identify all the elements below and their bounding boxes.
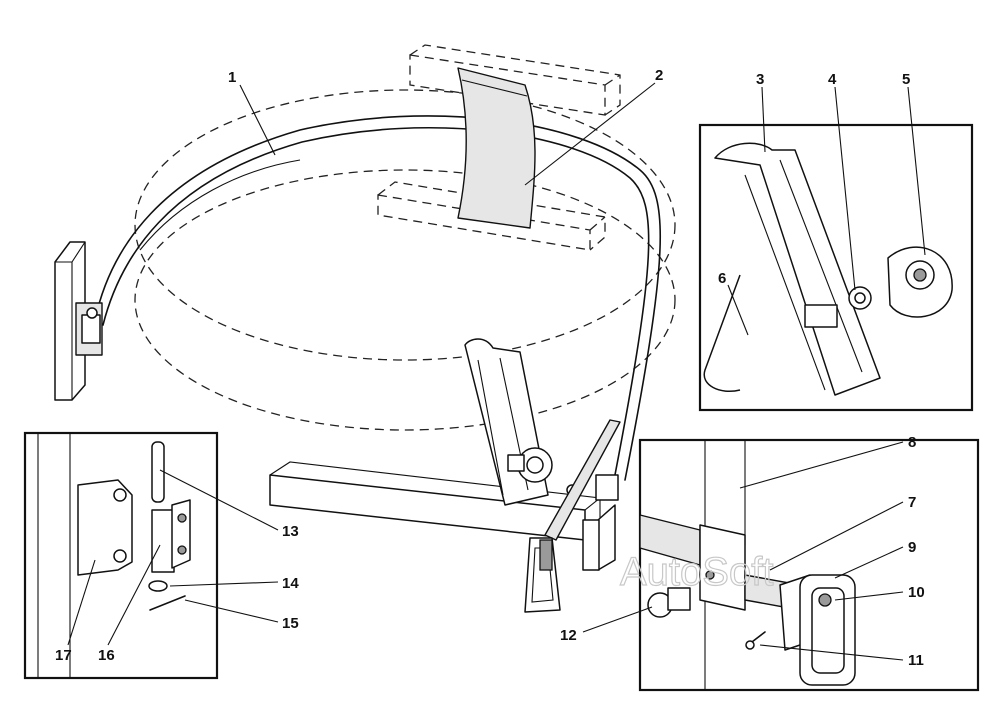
callout-2: 2 bbox=[655, 67, 663, 84]
inset-hinge bbox=[23, 431, 219, 680]
inset-hook-bracket bbox=[698, 123, 974, 412]
strap-1 bbox=[94, 115, 662, 481]
callout-1: 1 bbox=[228, 69, 236, 86]
center-jack-bracket bbox=[464, 338, 578, 506]
callout-13: 13 bbox=[282, 523, 299, 540]
callout-labels: 1 2 3 4 5 6 7 8 9 10 11 12 13 14 15 16 1… bbox=[55, 67, 925, 669]
callout-11: 11 bbox=[908, 652, 924, 669]
watermark: AutoSoft bbox=[620, 550, 773, 594]
callout-12: 12 bbox=[560, 627, 577, 644]
callout-6: 6 bbox=[718, 270, 726, 287]
callout-9: 9 bbox=[908, 539, 916, 556]
callout-15: 15 bbox=[282, 615, 299, 632]
left-post-bracket bbox=[54, 241, 103, 401]
callout-5: 5 bbox=[902, 71, 910, 88]
inset-strap-fastener bbox=[638, 438, 980, 692]
callout-16: 16 bbox=[98, 647, 115, 664]
callout-8: 8 bbox=[908, 434, 916, 451]
callout-17: 17 bbox=[55, 647, 72, 664]
frame-rail-upper bbox=[409, 44, 621, 116]
callout-4: 4 bbox=[828, 71, 837, 88]
callout-7: 7 bbox=[908, 494, 916, 511]
leader-lines bbox=[67, 82, 926, 661]
spare-wheel-outline bbox=[134, 89, 676, 431]
callout-10: 10 bbox=[908, 584, 925, 601]
callout-14: 14 bbox=[282, 575, 299, 592]
rubber-pad-2 bbox=[457, 67, 536, 229]
strap-end-d-ring bbox=[524, 419, 621, 613]
callout-3: 3 bbox=[756, 71, 764, 88]
bolt-12 bbox=[647, 587, 691, 618]
frame-rail-lower bbox=[269, 461, 616, 571]
